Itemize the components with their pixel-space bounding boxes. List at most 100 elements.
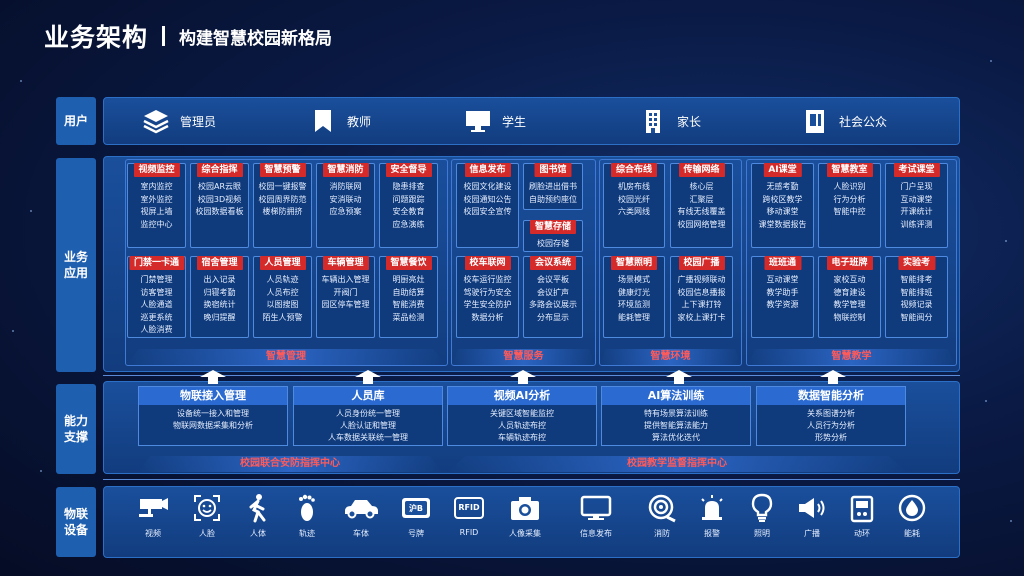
- device-icon-text: RFID: [458, 503, 480, 512]
- business-footer-1: 智慧服务: [452, 349, 595, 365]
- module-items: 消防联网安消联动应急预案: [317, 181, 374, 219]
- module-title: 智慧存储: [529, 220, 577, 234]
- module-card[interactable]: 信息发布校园文化建设校园通知公告校园安全宣传: [456, 163, 519, 248]
- device-person-walk[interactable]: 人体: [238, 492, 278, 539]
- module-item: 问题跟踪: [392, 194, 425, 204]
- module-item: 开阀门: [333, 287, 358, 297]
- module-item: 智能阅分: [900, 312, 933, 322]
- person-walk-icon: [238, 492, 278, 524]
- module-card[interactable]: 图书馆刷脸进出借书自助预约座位: [523, 163, 583, 210]
- module-item: 校园一键报警: [258, 182, 307, 191]
- page-title: 业务架构: [44, 23, 149, 52]
- layer-label-iot: 物联 设备: [56, 487, 96, 557]
- module-item: 汇聚层: [689, 194, 714, 204]
- module-item: 应急演练: [392, 219, 425, 229]
- capability-card[interactable]: AI算法训练特有场景算法训练提供智能算法能力算法优化迭代: [601, 386, 751, 446]
- module-item: 人员布控: [266, 287, 299, 297]
- module-card[interactable]: 智慧存储校园存储: [523, 220, 583, 252]
- module-items: 场景模式健康灯光环境监测能耗管理: [604, 274, 664, 324]
- module-card[interactable]: 智慧照明场景模式健康灯光环境监测能耗管理: [603, 256, 665, 338]
- business-panel: 视频监控室内监控室外监控视屏上墙监控中心综合指挥校园AR云眼校园3D视频校园数据…: [103, 156, 960, 372]
- module-item: 园区停车管理: [321, 300, 370, 309]
- module-card[interactable]: 校园广播广播视频联动校园信息播报上下课打铃家校上课打卡: [670, 256, 733, 338]
- page-header: 业务架构 构建智慧校园新格局: [44, 18, 332, 54]
- module-card[interactable]: 门禁一卡通门禁管理访客管理人脸通道巡更系统人脸消费: [127, 256, 186, 338]
- capability-card[interactable]: 物联接入管理设备统一接入和管理物联网数据采集和分析: [138, 386, 288, 446]
- module-card[interactable]: AI课堂无感考勤跨校区教学移动课堂课堂数据报告: [751, 163, 814, 248]
- device-car[interactable]: 车体: [341, 492, 381, 539]
- module-card[interactable]: 考试课堂门户呈现互动课堂开课统计训练评测: [885, 163, 948, 248]
- business-group: [125, 159, 448, 366]
- device-bulb[interactable]: 照明: [742, 492, 782, 539]
- module-card[interactable]: 班班通互动课堂教学助手教学资源: [751, 256, 814, 338]
- module-title: 实验考: [897, 256, 936, 270]
- module-card[interactable]: 传输网络核心层汇聚层有线无线覆盖校园网络管理: [670, 163, 733, 248]
- bulb-icon: [742, 492, 782, 524]
- user-4[interactable]: 社会公众: [801, 98, 887, 144]
- module-item: 学生安全防护: [463, 300, 512, 309]
- user-0[interactable]: 管理员: [142, 98, 216, 144]
- capability-card[interactable]: 人员库人员身份统一管理人脸认证和管理人车数据关联统一管理: [293, 386, 443, 446]
- module-item: 开课统计: [900, 207, 933, 216]
- module-card[interactable]: 宿舍管理出入记录归寝考勤换宿统计晚归提醒: [190, 256, 249, 338]
- module-card[interactable]: 视频监控室内监控室外监控视屏上墙监控中心: [127, 163, 186, 248]
- module-card[interactable]: 实验考智能排考智能排班视频记录智能阅分: [885, 256, 948, 338]
- device-display[interactable]: 信息发布: [576, 492, 616, 539]
- module-item: 校园周界防范: [258, 194, 307, 204]
- device-footprint[interactable]: 轨迹: [287, 492, 327, 539]
- user-1[interactable]: 教师: [309, 98, 371, 144]
- module-items: 出入记录归寝考勤换宿统计晚归提醒: [191, 274, 248, 324]
- device-face[interactable]: 人脸: [187, 492, 227, 539]
- module-card[interactable]: 综合布线机房布线校园光纤六类网线: [603, 163, 665, 248]
- module-card[interactable]: 综合指挥校园AR云眼校园3D视频校园数据看板: [190, 163, 249, 248]
- module-items: 校园文化建设校园通知公告校园安全宣传: [457, 181, 518, 219]
- module-card[interactable]: 电子班牌家校互动德育建设教学管理物联控制: [818, 256, 881, 338]
- module-title: 视频监控: [133, 163, 180, 177]
- capability-item: 关系图谱分析: [807, 409, 855, 418]
- module-items: 刷脸进出借书自助预约座位: [524, 181, 582, 206]
- monitor-icon: [464, 107, 492, 135]
- capability-item: 形势分析: [815, 433, 847, 442]
- user-3[interactable]: 家长: [639, 98, 701, 144]
- module-item: 换宿统计: [203, 300, 236, 309]
- device-energy-drop[interactable]: 能耗: [892, 492, 932, 539]
- module-item: 视频记录: [900, 300, 933, 309]
- device-camera[interactable]: 视频: [133, 492, 173, 539]
- user-2[interactable]: 学生: [464, 98, 526, 144]
- capability-item: 特有场景算法训练: [644, 409, 708, 418]
- module-card[interactable]: 智慧消防消防联网安消联动应急预案: [316, 163, 375, 248]
- module-title: AI课堂: [763, 163, 802, 177]
- module-card[interactable]: 智慧预警校园一键报警校园周界防范楼梯防拥挤: [253, 163, 312, 248]
- device-env-sensor[interactable]: 动环: [842, 492, 882, 539]
- module-card[interactable]: 人员管理人员轨迹人员布控以图搜图陌生人预警: [253, 256, 312, 338]
- module-title: 安全督导: [385, 163, 432, 177]
- module-card[interactable]: 会议系统会议平板会议扩声多路会议展示分布显示: [523, 256, 583, 338]
- module-card[interactable]: 智慧餐饮明厨亮灶自助结算智能消费菜品检测: [379, 256, 438, 338]
- capability-card[interactable]: 视频AI分析关键区域智能监控人员轨迹布控车辆轨迹布控: [447, 386, 597, 446]
- capability-item: 物联网数据采集和分析: [173, 421, 253, 430]
- module-card[interactable]: 安全督导隐患排查问题跟踪安全教育应急演练: [379, 163, 438, 248]
- arrow-stem: [363, 377, 373, 384]
- module-item: 智能消费: [392, 300, 425, 309]
- business-footer-2: 智慧环境: [600, 349, 741, 365]
- module-items: 室内监控室外监控视屏上墙监控中心: [128, 181, 185, 231]
- car-icon: [341, 492, 381, 524]
- device-speaker[interactable]: 广播: [792, 492, 832, 539]
- capability-items: 特有场景算法训练提供智能算法能力算法优化迭代: [602, 405, 750, 444]
- module-title: 会议系统: [529, 256, 577, 270]
- capability-card[interactable]: 数据智能分析关系图谱分析人员行为分析形势分析: [756, 386, 906, 446]
- module-item: 家校上课打卡: [677, 312, 726, 322]
- device-photo-camera[interactable]: 人像采集: [505, 492, 545, 539]
- device-label: 广播: [804, 529, 820, 538]
- device-alarm-light[interactable]: 报警: [692, 492, 732, 539]
- module-card[interactable]: 智慧教室人脸识别行为分析智能中控: [818, 163, 881, 248]
- module-card[interactable]: 车辆管理车辆出入管理开阀门园区停车管理: [316, 256, 375, 338]
- device-fire-hose[interactable]: 消防: [642, 492, 682, 539]
- module-item: 机房布线: [618, 182, 650, 191]
- user-label: 教师: [347, 114, 372, 129]
- module-card[interactable]: 校车联网校车运行监控驾驶行为安全学生安全防护数据分析: [456, 256, 519, 338]
- module-item: 访客管理: [140, 287, 173, 297]
- user-panel: 管理员 教师 学生 家长 社会公众: [103, 97, 960, 145]
